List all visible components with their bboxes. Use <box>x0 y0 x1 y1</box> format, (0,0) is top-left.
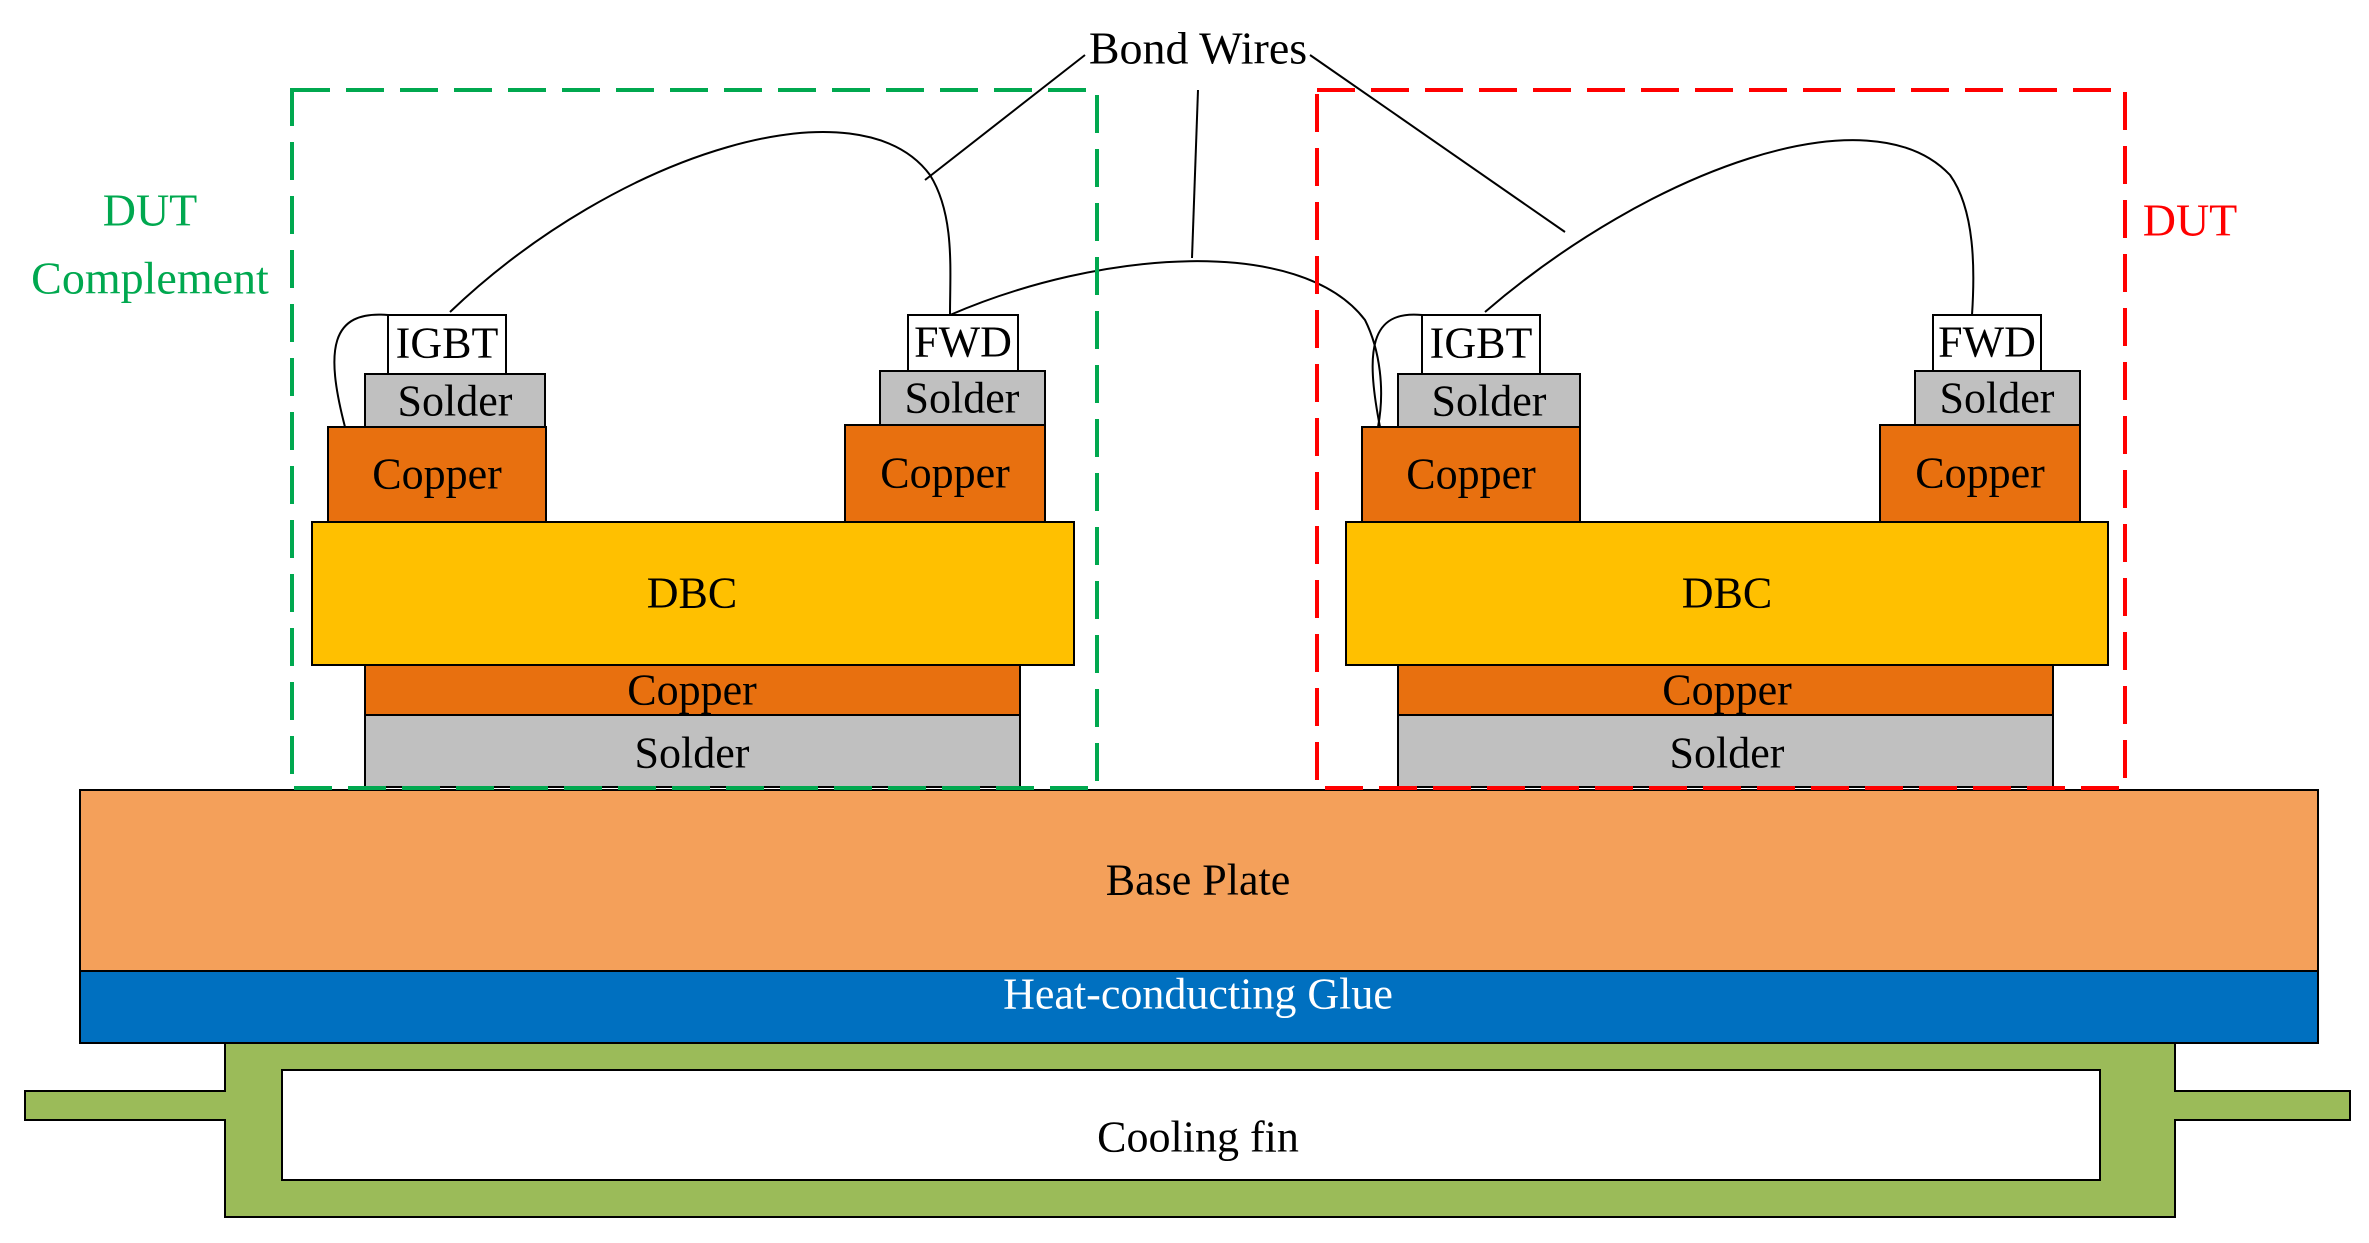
fwd-solder-label: Solder <box>1940 374 2055 423</box>
igbt-solder-label: Solder <box>398 377 513 426</box>
complement-module: Solder Copper DBC Copper Copper Solder S… <box>311 314 1075 788</box>
cooling-fin-body <box>24 1042 2351 1218</box>
complement-label-line2: Complement <box>31 253 269 304</box>
dut-module: Solder Copper DBC Copper Copper Solder S… <box>1345 314 2109 788</box>
bond-wire-bridge <box>949 260 1383 428</box>
fwd-solder-label: Solder <box>905 374 1020 423</box>
fwd-solder-layer <box>1914 370 2081 426</box>
fwd-chip <box>1932 314 2042 372</box>
bond-wire-right-igbt-fwd <box>1484 139 1975 316</box>
bond-wires-leaders <box>924 54 1566 259</box>
bond-wire-left-igbt-loop <box>333 313 389 428</box>
igbt-copper-layer <box>327 426 547 523</box>
bond-wires <box>333 131 1975 428</box>
fwd-copper-label: Copper <box>1915 449 2045 498</box>
fwd-solder-layer <box>879 370 1046 426</box>
dut-label: DUT <box>2143 195 2238 246</box>
heat-conducting-glue: Heat-conducting Glue <box>79 970 2319 1044</box>
dut-dashed-box <box>1315 88 2127 790</box>
igbt-copper-label: Copper <box>372 450 502 499</box>
igbt-chip-label: IGBT <box>396 319 499 368</box>
bottom-copper-label: Copper <box>627 666 757 715</box>
bottom-solder-label: Solder <box>635 729 750 778</box>
igbt-chip <box>387 314 507 375</box>
igbt-chip-label: IGBT <box>1430 319 1533 368</box>
fwd-chip <box>907 314 1019 372</box>
bond-wire-left-igbt-fwd <box>449 131 952 316</box>
leader-line-middle <box>1191 89 1199 259</box>
igbt-solder-label: Solder <box>1432 377 1547 426</box>
fwd-chip-label: FWD <box>1938 318 2036 367</box>
fwd-copper-label: Copper <box>880 449 1010 498</box>
bottom-copper-layer <box>1397 664 2054 716</box>
base-plate-layer <box>79 789 2319 972</box>
bottom-copper-layer <box>364 664 1021 716</box>
leader-line-left <box>924 54 1086 181</box>
dbc-layer <box>1345 521 2109 666</box>
base-plate-label: Base Plate <box>1106 856 1291 905</box>
dbc-label: DBC <box>1682 569 1772 618</box>
fwd-chip-label: FWD <box>914 318 1012 367</box>
base-plate: Base Plate <box>79 789 2319 972</box>
bottom-copper-label: Copper <box>1662 666 1792 715</box>
cooling-fin: Cooling fin <box>24 1042 2351 1218</box>
complement-dashed-box <box>290 88 1099 790</box>
complement-label-line1: DUT <box>103 185 198 236</box>
dbc-layer <box>311 521 1075 666</box>
bottom-solder-label: Solder <box>1670 729 1785 778</box>
igbt-copper-label: Copper <box>1406 450 1536 499</box>
bond-wire-right-igbt-loop <box>1371 313 1423 428</box>
bottom-solder-layer <box>1397 714 2054 788</box>
glue-label: Heat-conducting Glue <box>1003 970 1393 1019</box>
bottom-solder-layer <box>364 714 1021 788</box>
dbc-label: DBC <box>647 569 737 618</box>
leader-line-right <box>1309 54 1566 233</box>
glue-layer <box>79 970 2319 1044</box>
cooling-fin-label: Cooling fin <box>1097 1113 1299 1162</box>
igbt-chip <box>1421 314 1541 375</box>
bond-wires-label: Bond Wires <box>1089 23 1307 74</box>
